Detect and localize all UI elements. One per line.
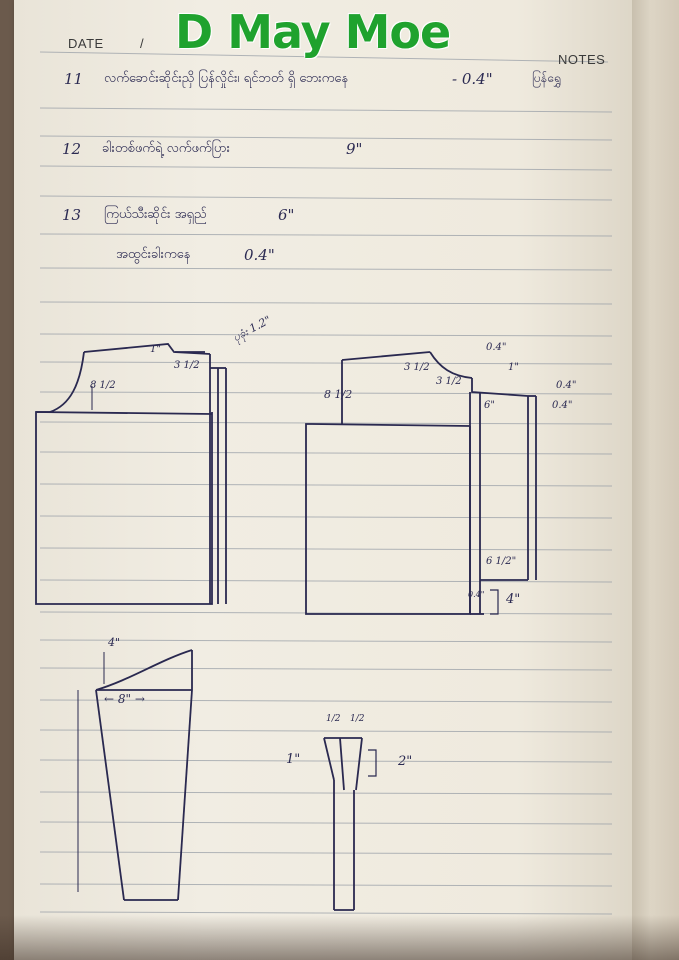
right-bodice-width: 6" — [484, 400, 495, 411]
note-13-line2: အထွင်းခါးကနေ — [116, 247, 191, 262]
right-bodice-bottom: 6 1/2" — [486, 556, 517, 567]
note-11-value: - 0.4" — [452, 70, 493, 88]
note-12-value: 9" — [346, 140, 363, 158]
strip-l1: 1/2 — [326, 714, 341, 724]
date-separator: / — [140, 36, 145, 51]
notes-label: NOTES — [558, 52, 606, 67]
left-bodice-drawing — [35, 343, 227, 605]
right-bodice-drawing — [305, 351, 537, 615]
sleeve-drawing — [77, 649, 193, 901]
left-bodice-neck: 3 1/2 — [174, 360, 200, 371]
note-13-text: ကြယ်သီးဆိုင်း အရှည် — [104, 207, 207, 222]
right-bodice-neck-bottom: 3 1/2 — [436, 376, 462, 387]
left-bodice-shoulder: 1" — [150, 344, 161, 355]
note-13-value: 6" — [278, 206, 295, 224]
sleeve-top: 4" — [108, 636, 121, 649]
right-bodice-d1: 0.4" — [486, 342, 507, 353]
note-13-value2: 0.4" — [244, 246, 275, 264]
strip-l2: 1/2 — [350, 714, 365, 724]
sleeve-width: ← 8" → — [104, 692, 145, 706]
note-11-text: လက်ခောင်းဆိုင်းညှိ ပြန်လှိုင်း၊ ရင်ဘတ် ရ… — [104, 71, 349, 86]
strip-left: 1" — [286, 752, 301, 767]
notebook-right-page-edge — [632, 0, 679, 960]
note-12-number: 12 — [62, 140, 82, 158]
right-bodice-d4: 0.4" — [552, 400, 573, 411]
note-12-text: ခါးတစ်ဖက်ရဲ့ လက်ဖက်ပြား — [102, 141, 230, 156]
date-label: DATE — [68, 36, 104, 51]
placket-strip-drawing — [323, 737, 377, 911]
right-bodice-d3: 0.4" — [556, 380, 577, 391]
left-bodice-height: 8 1/2 — [90, 380, 116, 391]
right-bodice-side: 4" — [506, 592, 521, 607]
note-11-tail: ပြန်ရွှေ — [532, 71, 561, 85]
strip-right: 2" — [398, 754, 413, 769]
note-13-number: 13 — [62, 206, 82, 224]
right-bodice-d2: 1" — [508, 362, 519, 373]
note-11-number: 11 — [64, 70, 84, 88]
notebook-left-page — [14, 0, 642, 960]
right-bodice-small: 0.4" — [468, 590, 485, 599]
right-bodice-neck-top: 3 1/2 — [404, 362, 430, 373]
right-bodice-height: 8 1/2 — [324, 388, 353, 401]
watermark-logo: D May Moe — [175, 5, 451, 59]
bottom-shadow — [0, 915, 679, 960]
